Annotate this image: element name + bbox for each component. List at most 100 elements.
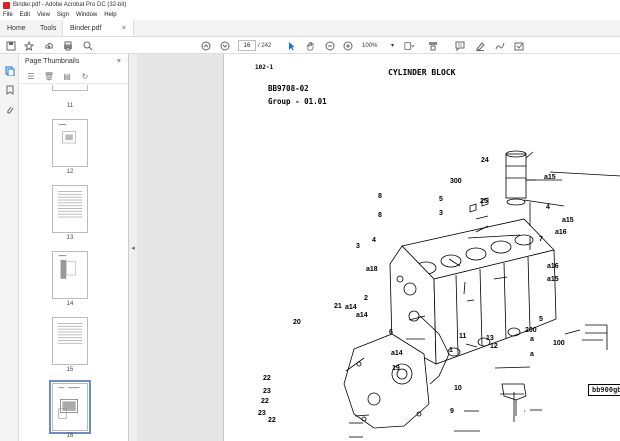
callout-12: 12	[490, 343, 498, 350]
rotate-page-icon[interactable]: ↻	[81, 71, 89, 81]
callout-24: 24	[481, 157, 489, 164]
callout-300: 300	[450, 178, 462, 185]
callout-21: 21	[334, 303, 342, 310]
bookmarks-icon[interactable]	[4, 84, 15, 95]
thumbnail-page-16[interactable]	[49, 380, 91, 434]
tab-document-label: Binder.pdf	[70, 24, 102, 32]
callout-10: 10	[454, 385, 462, 392]
zoom-select[interactable]: 100% ▾	[362, 40, 394, 51]
callout-23: 23	[263, 388, 271, 395]
callout-8: 8	[378, 212, 382, 219]
callout-a16: a16	[547, 263, 559, 270]
zoom-value: 100%	[362, 42, 378, 49]
callout-a14: a14	[345, 304, 357, 311]
callout-a15: a15	[547, 276, 559, 283]
callout-5: 5	[439, 196, 443, 203]
panel-title: Page Thumbnails	[25, 58, 80, 65]
page-thumbnails-icon[interactable]	[4, 65, 15, 76]
search-icon[interactable]	[83, 40, 93, 51]
callout-20: 20	[293, 319, 301, 326]
thumbnail-label: 14	[66, 301, 74, 307]
thumbnail-page-11[interactable]	[52, 85, 88, 91]
stamp-icon[interactable]	[514, 40, 524, 51]
callout-4: 4	[546, 204, 550, 211]
print-icon[interactable]	[63, 40, 73, 51]
attachments-icon[interactable]	[4, 104, 15, 115]
zoom-out-icon[interactable]	[325, 40, 335, 51]
thumbnail-page-14[interactable]	[52, 251, 88, 299]
tab-close-icon[interactable]: ×	[121, 24, 126, 32]
panel-splitter[interactable]: ◂	[129, 54, 137, 441]
callout-6: 6	[389, 329, 393, 336]
select-cursor-icon[interactable]	[286, 40, 296, 51]
collapse-arrow-icon[interactable]: ◂	[131, 244, 135, 252]
callout-22: 22	[268, 417, 276, 424]
tab-bar: Home Tools Binder.pdf ×	[0, 20, 620, 37]
document-area: 102-1 CYLINDER BLOCK BB9708-02 Group - 0…	[137, 54, 620, 441]
part-number: BB9708-02	[268, 84, 309, 93]
chevron-down-icon: ▾	[390, 43, 394, 49]
callout-13: 13	[486, 335, 494, 342]
insert-page-icon[interactable]: ▤	[63, 71, 71, 81]
acrobat-icon	[3, 1, 10, 9]
menu-view[interactable]: View	[37, 12, 50, 18]
thumbnail-page-15[interactable]	[52, 317, 88, 365]
thumbnail-label: 15	[66, 367, 74, 373]
comment-icon[interactable]	[455, 40, 465, 51]
menu-edit[interactable]: Edit	[19, 12, 31, 18]
callout-a14: a14	[391, 350, 403, 357]
thumbnail-list: 11 12 13 14 15 16	[19, 85, 119, 441]
callout-22: 22	[263, 375, 271, 382]
thumbnails-panel: Page Thumbnails × ☰ 🗑 ▤ ↻ 11 12 13 14 15…	[19, 54, 145, 441]
callout-1: 1	[449, 347, 453, 354]
tab-home[interactable]: Home	[7, 24, 26, 32]
callout-100: 100	[553, 340, 565, 347]
callout-19: 19	[392, 365, 400, 372]
upload-icon[interactable]	[44, 40, 54, 51]
panel-tools: ☰ 🗑 ▤ ↻	[19, 69, 128, 84]
diagram-id-label: bb900gb	[588, 384, 620, 396]
menu-sign[interactable]: Sign	[56, 12, 69, 18]
page-title: CYLINDER BLOCK	[388, 68, 456, 77]
callout-a14: a14	[356, 312, 368, 319]
sign-icon[interactable]	[495, 40, 505, 51]
callout-23: 23	[258, 410, 266, 417]
zoom-in-icon[interactable]	[343, 40, 353, 51]
pdf-page: 102-1 CYLINDER BLOCK BB9708-02 Group - 0…	[223, 54, 620, 441]
thumbnail-label: 13	[66, 235, 74, 241]
callout-a15: a15	[544, 174, 556, 181]
save-icon[interactable]	[6, 40, 16, 51]
callout-25: 25	[480, 198, 488, 205]
tab-document[interactable]: Binder.pdf ×	[62, 20, 134, 36]
thumbnail-label: 12	[66, 169, 74, 175]
page-down-icon[interactable]	[220, 40, 230, 51]
page-fit-icon[interactable]	[402, 40, 416, 51]
callout-3: 3	[439, 210, 443, 217]
panel-options-icon[interactable]: ☰	[27, 71, 35, 81]
title-bar: Binder.pdf - Adobe Acrobat Pro DC (32-bi…	[0, 0, 620, 10]
left-navigation-rail	[0, 54, 19, 441]
callout-2: 2	[364, 295, 368, 302]
menu-help[interactable]: Help	[104, 12, 117, 18]
callout-a18: a18	[366, 266, 378, 273]
menu-file[interactable]: File	[3, 12, 13, 18]
page-number-input[interactable]: 16	[238, 40, 256, 51]
panel-close-icon[interactable]: ×	[116, 58, 121, 65]
thumbnail-page-13[interactable]	[52, 185, 88, 233]
highlight-pen-icon[interactable]	[475, 40, 485, 51]
window-title: Binder.pdf - Adobe Acrobat Pro DC (32-bi…	[13, 2, 127, 8]
delete-page-icon[interactable]: 🗑	[43, 71, 55, 81]
callout-9: 9	[450, 408, 454, 415]
callout-5: 5	[539, 316, 543, 323]
hand-tool-icon[interactable]	[305, 40, 315, 51]
menu-window[interactable]: Window	[75, 12, 98, 18]
callout-8: 8	[378, 193, 382, 200]
scroll-mode-icon[interactable]	[428, 40, 438, 51]
thumbnail-page-12[interactable]	[52, 119, 88, 167]
star-icon[interactable]	[24, 40, 34, 51]
page-total: / 242	[258, 42, 272, 49]
callout-a15: a15	[562, 217, 574, 224]
page-up-icon[interactable]	[201, 40, 211, 51]
tab-tools[interactable]: Tools	[40, 24, 57, 32]
toolbar: 16 / 242 100% ▾	[0, 37, 620, 54]
